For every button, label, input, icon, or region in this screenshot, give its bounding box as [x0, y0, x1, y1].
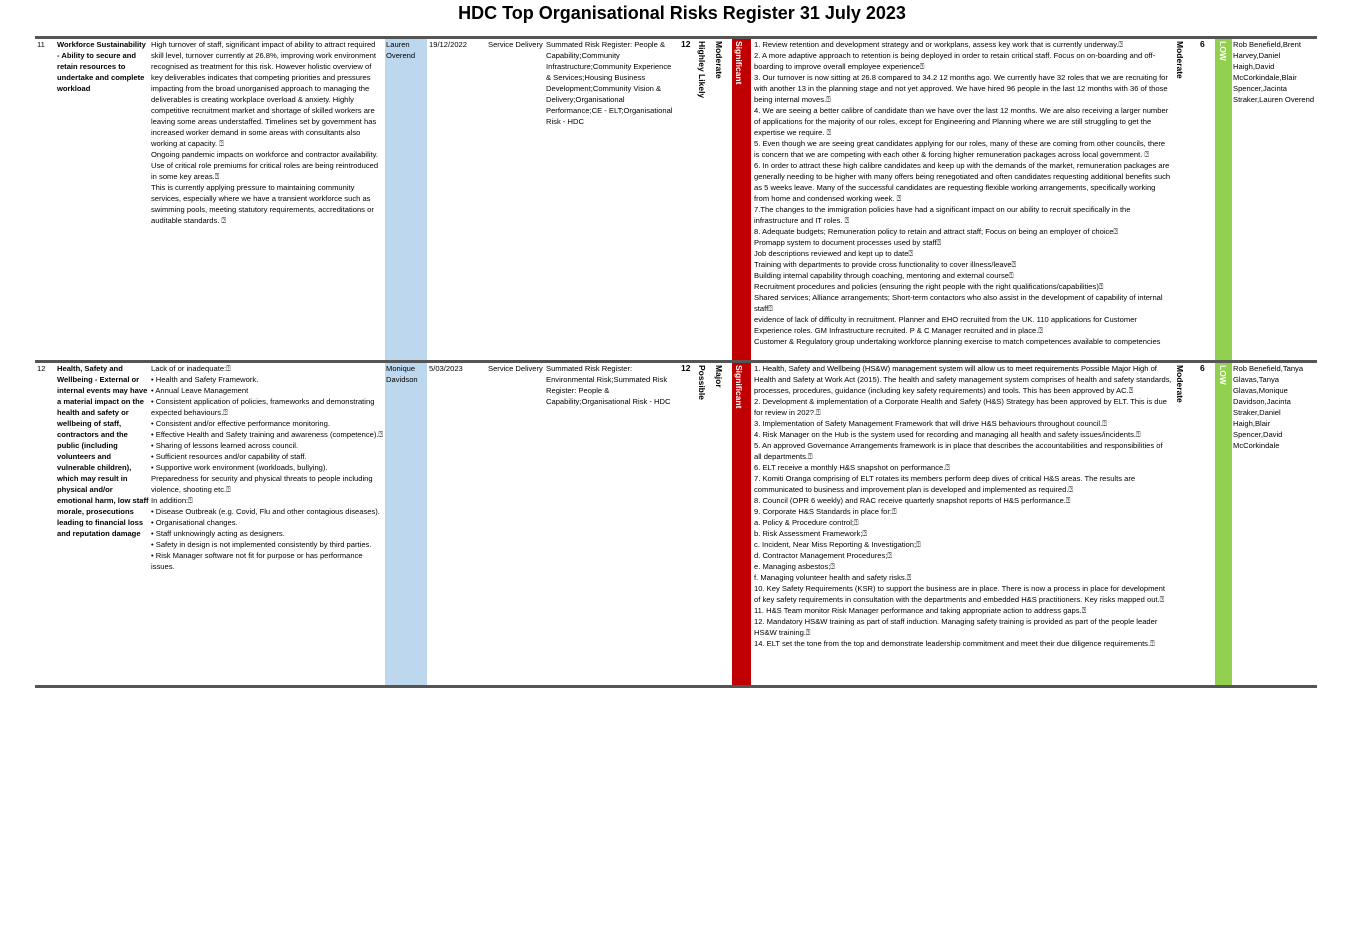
control-item: f. Managing volunteer health and safety …: [754, 573, 912, 582]
description-paragraph: • Supportive work environment (workloads…: [151, 463, 328, 472]
risk-title: Health, Safety and Wellbeing - External …: [57, 364, 149, 538]
inherent-rating-band: [732, 39, 751, 360]
top-rule: [35, 36, 1317, 39]
description-paragraph: Lack of or inadequate:⍰: [151, 364, 231, 373]
control-item: 9. Corporate H&S Standards in place for:…: [754, 507, 897, 516]
residual-rating: LOW: [1218, 365, 1228, 385]
control-item: evidence of lack of difficulty in recrui…: [754, 315, 1137, 335]
risk-category: Service Delivery: [488, 364, 543, 373]
owner-band: [385, 39, 427, 360]
description-paragraph: Preparedness for security and physical t…: [151, 474, 373, 494]
control-item: Job descriptions reviewed and kept up to…: [754, 249, 914, 258]
row-divider: [35, 360, 1317, 363]
control-item: 2. Development & implementation of a Cor…: [754, 397, 1167, 417]
control-item: e. Managing asbestos;⍰: [754, 562, 835, 571]
control-item: 6. ELT receive a monthly H&S snapshot on…: [754, 463, 950, 472]
description-paragraph: • Disease Outbreak (e.g. Covid, Flu and …: [151, 507, 380, 516]
description-paragraph: • Consistent application of policies, fr…: [151, 397, 375, 417]
control-item: 10. Key Safety Requirements (KSR) to sup…: [754, 584, 1165, 604]
control-item: 7. Komiti Oranga comprising of ELT rotat…: [754, 474, 1136, 494]
control-item: a. Policy & Procedure control;⍰: [754, 518, 859, 527]
control-item: 7.The changes to the immigration policie…: [754, 205, 1131, 225]
control-item: Training with departments to provide cro…: [754, 260, 1017, 269]
likelihood: Possible: [697, 365, 707, 400]
residual-score: 6: [1200, 39, 1205, 49]
residual-rating: LOW: [1218, 41, 1228, 61]
description-paragraph: This is currently applying pressure to m…: [151, 183, 374, 225]
risk-id: 11: [37, 40, 45, 49]
risk-owner: Lauren Overend: [386, 40, 416, 60]
controls: 1. Review retention and development stra…: [754, 39, 1172, 347]
owner-band: [385, 363, 427, 685]
control-item: 4. We are seeing a better calibre of can…: [754, 106, 1169, 137]
risk-row: 12 Health, Safety and Wellbeing - Extern…: [35, 363, 1317, 685]
control-item: Shared services; Alliance arrangements; …: [754, 293, 1163, 313]
control-item: 1. Health, Safety and Wellbeing (HS&W) m…: [754, 364, 1172, 395]
control-item: 4. Risk Manager on the Hub is the system…: [754, 430, 1141, 439]
residual-score: 6: [1200, 363, 1205, 373]
inherent-score: 12: [681, 39, 691, 49]
control-item: 14. ELT set the tone from the top and de…: [754, 639, 1155, 648]
risk-date: 19/12/2022: [429, 40, 468, 49]
control-item: 8. Council (OPR 6 weekly) and RAC receiv…: [754, 496, 1071, 505]
residual-rating-band: [1215, 363, 1232, 685]
controls: 1. Health, Safety and Wellbeing (HS&W) m…: [754, 363, 1172, 649]
control-item: b. Risk Assessment Framework;⍰: [754, 529, 868, 538]
inherent-rating-band: [732, 363, 751, 685]
control-item: 12. Mandatory HS&W training as part of s…: [754, 617, 1158, 637]
risk-description: High turnover of staff, significant impa…: [151, 39, 384, 226]
description-paragraph: • Consistent and/or effective performanc…: [151, 419, 330, 428]
description-paragraph: • Health and Safety Framework.: [151, 375, 259, 384]
page-title: HDC Top Organisational Risks Register 31…: [458, 3, 906, 23]
control-item: 8. Adequate budgets; Remuneration policy…: [754, 227, 1119, 236]
control-item: Promapp system to document processes use…: [754, 238, 942, 247]
consequence: Major: [714, 365, 724, 388]
inherent-rating: Significant: [734, 41, 744, 85]
likelihood: Highley Likely: [697, 41, 707, 99]
description-paragraph: • Sufficient resources and/or capability…: [151, 452, 307, 461]
risk-register: Summated Risk Register: Environmental Ri…: [546, 364, 671, 406]
risk-category: Service Delivery: [488, 40, 543, 49]
description-paragraph: • Sharing of lessons learned across coun…: [151, 441, 299, 450]
control-item: Customer & Regulatory group undertaking …: [754, 337, 1161, 346]
residual-consequence: Moderate: [1175, 41, 1185, 79]
control-item: 6. In order to attract these high calibr…: [754, 161, 1171, 203]
description-paragraph: • Risk Manager software not fit for purp…: [151, 551, 363, 571]
control-item: Building internal capability through coa…: [754, 271, 1014, 280]
risk-date: 5/03/2023: [429, 364, 463, 373]
description-paragraph: • Safety in design is not implemented co…: [151, 540, 372, 549]
assignees: Rob Benefield,Tanya Glavas,Tanya Glavas,…: [1233, 364, 1304, 450]
risk-owner: Monique Davidson: [386, 364, 418, 384]
control-item: 5. An approved Governance Arrangements f…: [754, 441, 1163, 461]
description-paragraph: • Annual Leave Management: [151, 386, 249, 395]
risk-description: Lack of or inadequate:⍰ • Health and Saf…: [151, 363, 384, 572]
bottom-rule: [35, 685, 1317, 688]
description-paragraph: • Effective Health and Safety training a…: [151, 430, 384, 439]
inherent-rating: Significant: [734, 365, 744, 409]
control-item: 5. Even though we are seeing great candi…: [754, 139, 1166, 159]
control-item: 3. Implementation of Safety Management F…: [754, 419, 1107, 428]
control-item: d. Contractor Management Procedures;⍰: [754, 551, 892, 560]
consequence: Moderate: [714, 41, 724, 79]
control-item: Recruitment procedures and policies (ens…: [754, 282, 1104, 291]
assignees: Rob Benefield,Brent Harvey,Daniel Haigh,…: [1233, 40, 1315, 104]
description-paragraph: • Organisational changes.: [151, 518, 238, 527]
risk-title: Workforce Sustainability - Ability to se…: [57, 40, 146, 93]
risk-id: 12: [37, 364, 46, 373]
control-item: 1. Review retention and development stra…: [754, 40, 1124, 49]
control-item: 2. A more adaptive approach to retention…: [754, 51, 1156, 71]
inherent-score: 12: [681, 363, 691, 373]
risk-row: 11 Workforce Sustainability - Ability to…: [35, 39, 1317, 360]
control-item: 3. Our turnover is now sitting at 26.8 c…: [754, 73, 1168, 104]
control-item: 11. H&S Team monitor Risk Manager perfor…: [754, 606, 1087, 615]
description-paragraph: • Staff unknowingly acting as designers.: [151, 529, 285, 538]
description-paragraph: High turnover of staff, significant impa…: [151, 40, 377, 148]
description-paragraph: In addition:⍰: [151, 496, 193, 505]
residual-consequence: Moderate: [1175, 365, 1185, 403]
risk-register: Summated Risk Register: People & Capabil…: [546, 40, 673, 126]
control-item: c. Incident, Near Miss Reporting & Inves…: [754, 540, 921, 549]
residual-rating-band: [1215, 39, 1232, 360]
description-paragraph: Ongoing pandemic impacts on workforce an…: [151, 150, 379, 181]
